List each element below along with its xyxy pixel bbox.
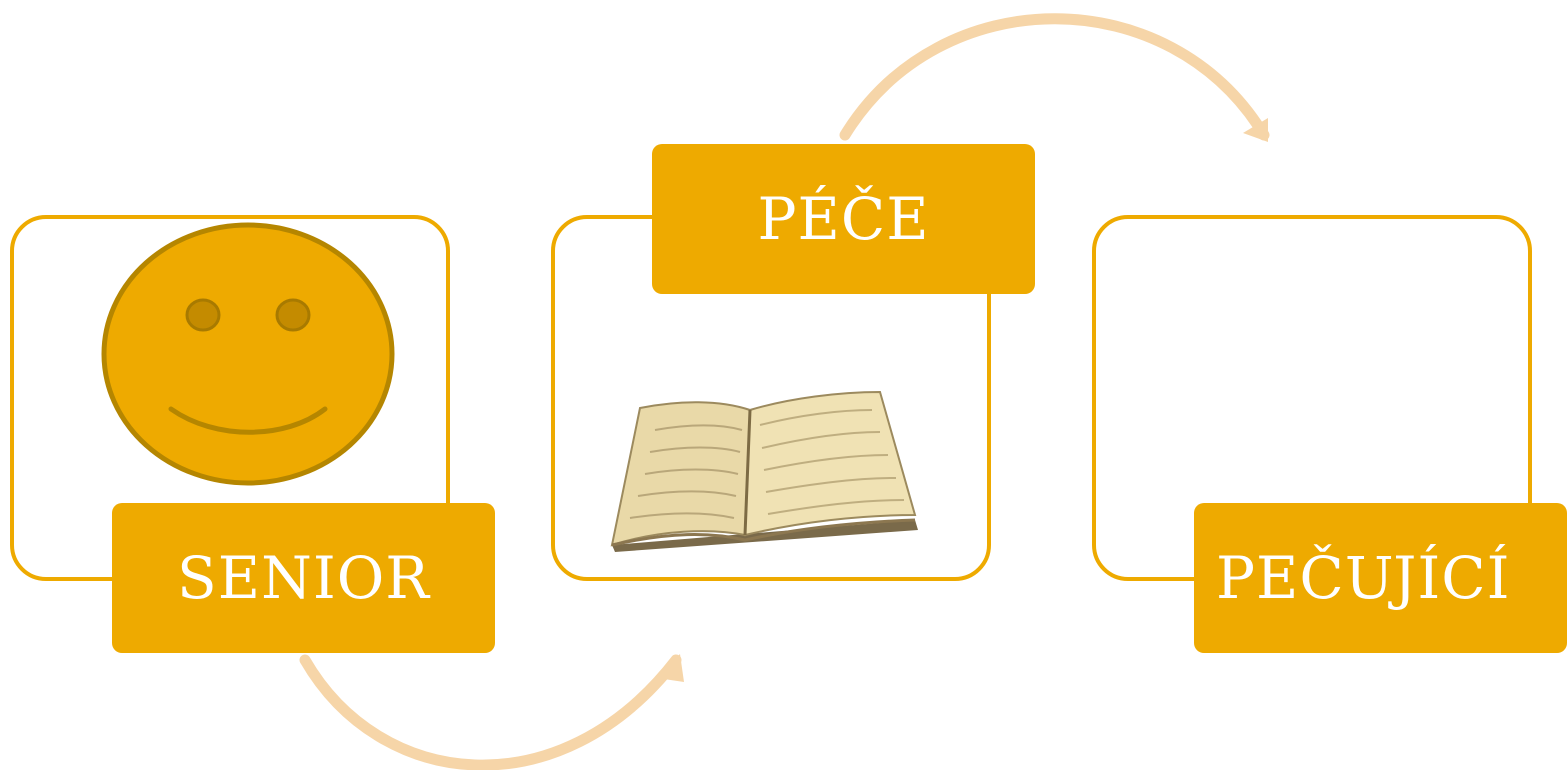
step-pece-label: PÉČE (652, 144, 1035, 294)
arrow-senior-to-pece (299, 654, 682, 770)
step-pecujici-label: PEČUJÍCÍ (1194, 503, 1567, 653)
arrow-pece-to-pecujici (839, 13, 1270, 141)
step-senior-label: SENIOR (112, 503, 495, 653)
arrow-head-senior-to-pece (657, 654, 684, 682)
arrow-head-pece-to-pecujici (1243, 118, 1268, 142)
